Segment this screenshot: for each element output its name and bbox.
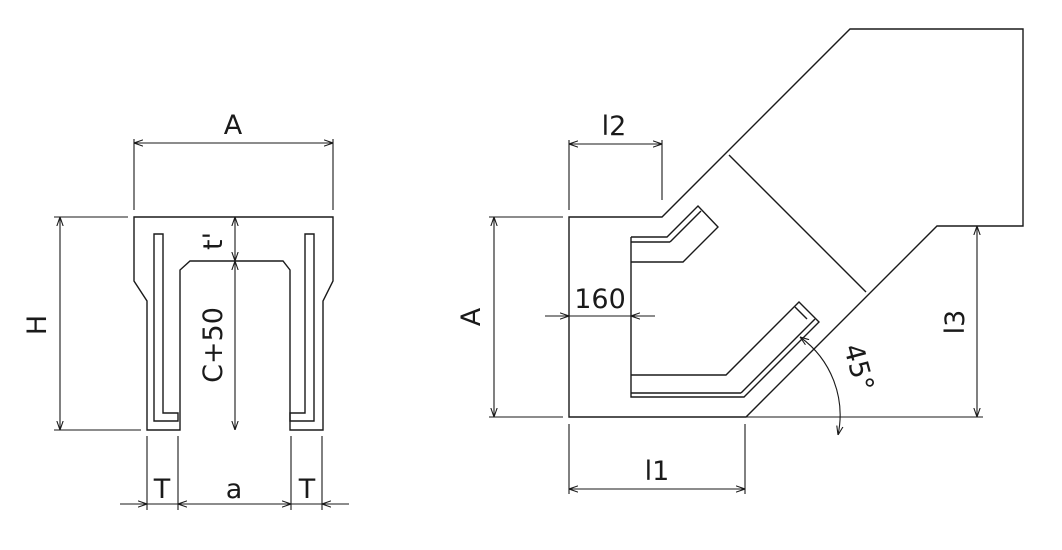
dim-plan-A-label: A (456, 307, 487, 326)
dim-l2-label: l2 (602, 111, 627, 142)
inner-channel-lower-edge-2 (740, 318, 816, 394)
angle-label: 45° (837, 341, 879, 395)
cross-section-view: A H t' C+50 T a T (22, 110, 349, 510)
dim-l1-label: l1 (645, 456, 670, 487)
dim-160-label: 160 (574, 284, 626, 315)
dim-t-label: t' (198, 232, 229, 250)
dim-l3-label: l3 (940, 310, 971, 335)
plan-joint-2 (794, 306, 808, 320)
plan-outline (568, 28, 1024, 418)
left-inner-slot (153, 233, 179, 422)
inner-channel-lower (630, 237, 820, 398)
dim-C50-label: C+50 (198, 307, 229, 383)
dim-a-label: a (226, 474, 243, 505)
inner-channel-upper (631, 204, 719, 263)
plan-joint-1 (728, 154, 867, 293)
section-outline (133, 216, 334, 431)
plan-view: l2 A 160 l1 l3 45° (456, 28, 1024, 494)
inner-channel-upper-edge-2 (669, 210, 702, 243)
right-inner-slot (289, 233, 315, 422)
dim-T-left-label: T (153, 474, 171, 505)
dim-T-right-label: T (298, 474, 316, 505)
angle-arc (800, 337, 840, 435)
dim-A-label: A (224, 110, 243, 141)
dim-H-label: H (22, 315, 53, 335)
